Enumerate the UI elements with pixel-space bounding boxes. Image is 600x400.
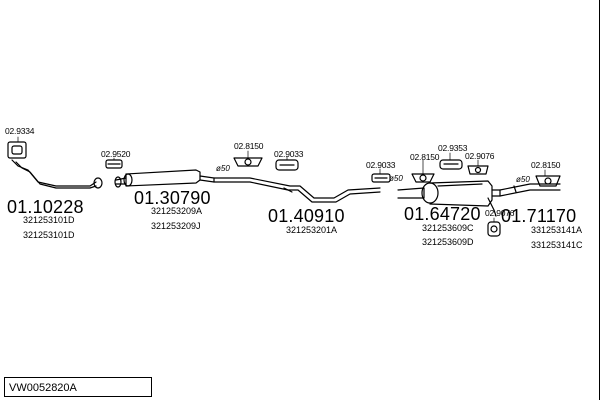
accessory-label: 02.8150 bbox=[410, 152, 440, 162]
accessory-label: 02.9033 bbox=[366, 160, 396, 170]
accessory-label: 02.9520 bbox=[101, 149, 131, 159]
oem-number: 331253141C bbox=[531, 240, 583, 250]
tail-pipe-part bbox=[499, 183, 561, 197]
accessory-label: 02.8150 bbox=[234, 141, 264, 151]
oem-number: 321253101D bbox=[23, 215, 75, 225]
oem-number: 321253101D bbox=[23, 230, 75, 240]
oem-number: 321253201A bbox=[286, 225, 338, 235]
accessory-label: 02.9033 bbox=[274, 149, 304, 159]
clamp-icon bbox=[439, 159, 463, 170]
diameter-label: ø50 bbox=[389, 174, 403, 183]
rubber-hanger-icon bbox=[467, 165, 489, 175]
part-number: 01.30790 bbox=[134, 188, 211, 208]
diameter-label: ø50 bbox=[216, 164, 230, 173]
rubber-hanger-icon bbox=[487, 221, 501, 237]
accessory-label: 02.9076 bbox=[465, 151, 495, 161]
front-pipe-part bbox=[11, 159, 103, 189]
clamp-icon bbox=[105, 159, 123, 169]
oem-number: 321253209J bbox=[151, 221, 201, 231]
diagram-title-box: VW0052820A bbox=[4, 377, 152, 397]
rear-silencer-part bbox=[397, 180, 501, 217]
front-silencer-part bbox=[114, 169, 215, 188]
oem-number: 321253609D bbox=[422, 237, 474, 247]
part-number: 01.40910 bbox=[268, 206, 345, 226]
part-number: 01.64720 bbox=[404, 204, 481, 224]
oem-number: 321253609C bbox=[422, 223, 474, 233]
leader-lines bbox=[17, 136, 546, 223]
rubber-hanger-icon bbox=[535, 175, 561, 187]
accessory-label: 02.9076 bbox=[485, 208, 515, 218]
part-number: 01.10228 bbox=[7, 197, 84, 217]
rubber-hanger-icon bbox=[411, 173, 435, 183]
gasket-icon bbox=[7, 141, 27, 159]
accessory-label: 02.9334 bbox=[5, 126, 35, 136]
diagram-title: VW0052820A bbox=[9, 382, 77, 394]
clamp-icon bbox=[275, 159, 299, 171]
part-number: 01.71170 bbox=[501, 206, 577, 226]
accessory-label: 02.9353 bbox=[438, 143, 468, 153]
rubber-hanger-icon bbox=[233, 157, 263, 167]
diameter-label: ø50 bbox=[516, 175, 530, 184]
oem-number: 321253209A bbox=[151, 206, 203, 216]
clamp-icon bbox=[371, 173, 391, 183]
oem-number: 331253141A bbox=[531, 225, 583, 235]
accessory-label: 02.8150 bbox=[531, 160, 561, 170]
intermediate-pipe-part bbox=[213, 177, 381, 203]
